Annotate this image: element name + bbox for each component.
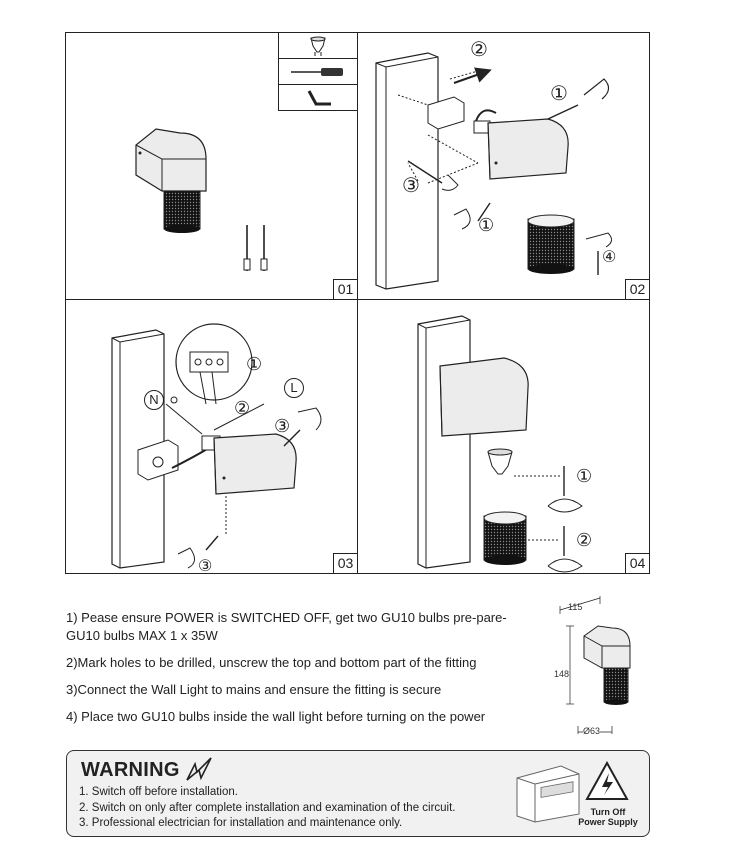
panel-01: 01 <box>66 33 358 300</box>
bulb-installation-illustration <box>417 315 583 573</box>
dimension-diameter: Ø63 <box>583 726 601 736</box>
callout: ③ <box>402 175 420 197</box>
step-2: 2)Mark holes to be drilled, unscrew the … <box>66 655 477 670</box>
callout: ③ <box>274 416 291 436</box>
gu10-bulb-icon <box>310 36 326 56</box>
callout: ② <box>470 39 488 61</box>
callout: ③ <box>198 558 213 575</box>
panel-02: ② ① ③ ① ④ 02 <box>358 33 649 300</box>
callout: ① <box>246 354 263 374</box>
callout: N <box>144 390 164 410</box>
breaker-panel-icon <box>516 765 580 823</box>
turn-off-power-label: Turn Off Power Supply <box>578 807 638 827</box>
step-3: 3)Connect the Wall Light to mains and en… <box>66 682 442 697</box>
instruction-grid: 01 <box>65 32 650 575</box>
dimension-drawing: 115 148 Ø63 <box>548 596 648 736</box>
fixture-dimension-illustration <box>559 596 631 734</box>
panel-04: ① ② 04 <box>358 300 649 573</box>
panel-03: N L ① ② ③ ③ 03 <box>66 300 358 575</box>
instruction-steps: 1) Pease ensure POWER is SWITCHED OFF, g… <box>66 609 536 735</box>
hex-key-icon <box>307 90 331 106</box>
warning-box: WARNING 1. Switch off before installatio… <box>66 750 650 837</box>
step-1: 1) Pease ensure POWER is SWITCHED OFF, g… <box>66 610 507 643</box>
callout: ② <box>576 530 593 550</box>
panel-number: 03 <box>333 553 357 573</box>
callout: ④ <box>602 249 617 266</box>
screw-icon <box>243 225 268 271</box>
screwdriver-icon <box>291 68 343 76</box>
panel-number: 02 <box>625 279 649 299</box>
dimension-width: 115 <box>568 602 583 612</box>
callout: ① <box>576 466 593 486</box>
callout: ② <box>234 398 251 418</box>
lightning-bolt-icon <box>186 757 212 781</box>
step-4: 4) Place two GU10 bulbs inside the wall … <box>66 709 486 724</box>
dimension-height: 148 <box>554 669 570 679</box>
callout: ① <box>478 215 495 235</box>
fixture-disassembly-illustration <box>375 52 612 290</box>
callout: ① <box>550 83 568 105</box>
callout: L <box>284 378 304 398</box>
electrical-hazard-icon <box>585 761 629 800</box>
tool-list <box>278 33 358 111</box>
warning-item: 3. Professional electrician for installa… <box>79 817 403 829</box>
warning-item: 1. Switch off before installation. <box>79 786 238 798</box>
warning-title: WARNING <box>81 759 180 781</box>
panel-number: 01 <box>333 279 357 299</box>
fixture-assembled-illustration <box>135 128 268 271</box>
wiring-illustration <box>111 323 322 569</box>
warning-item: 2. Switch on only after complete install… <box>79 801 456 814</box>
warning-list: 1. Switch off before installation. 2. Sw… <box>79 785 519 832</box>
panel-number: 04 <box>625 553 649 573</box>
